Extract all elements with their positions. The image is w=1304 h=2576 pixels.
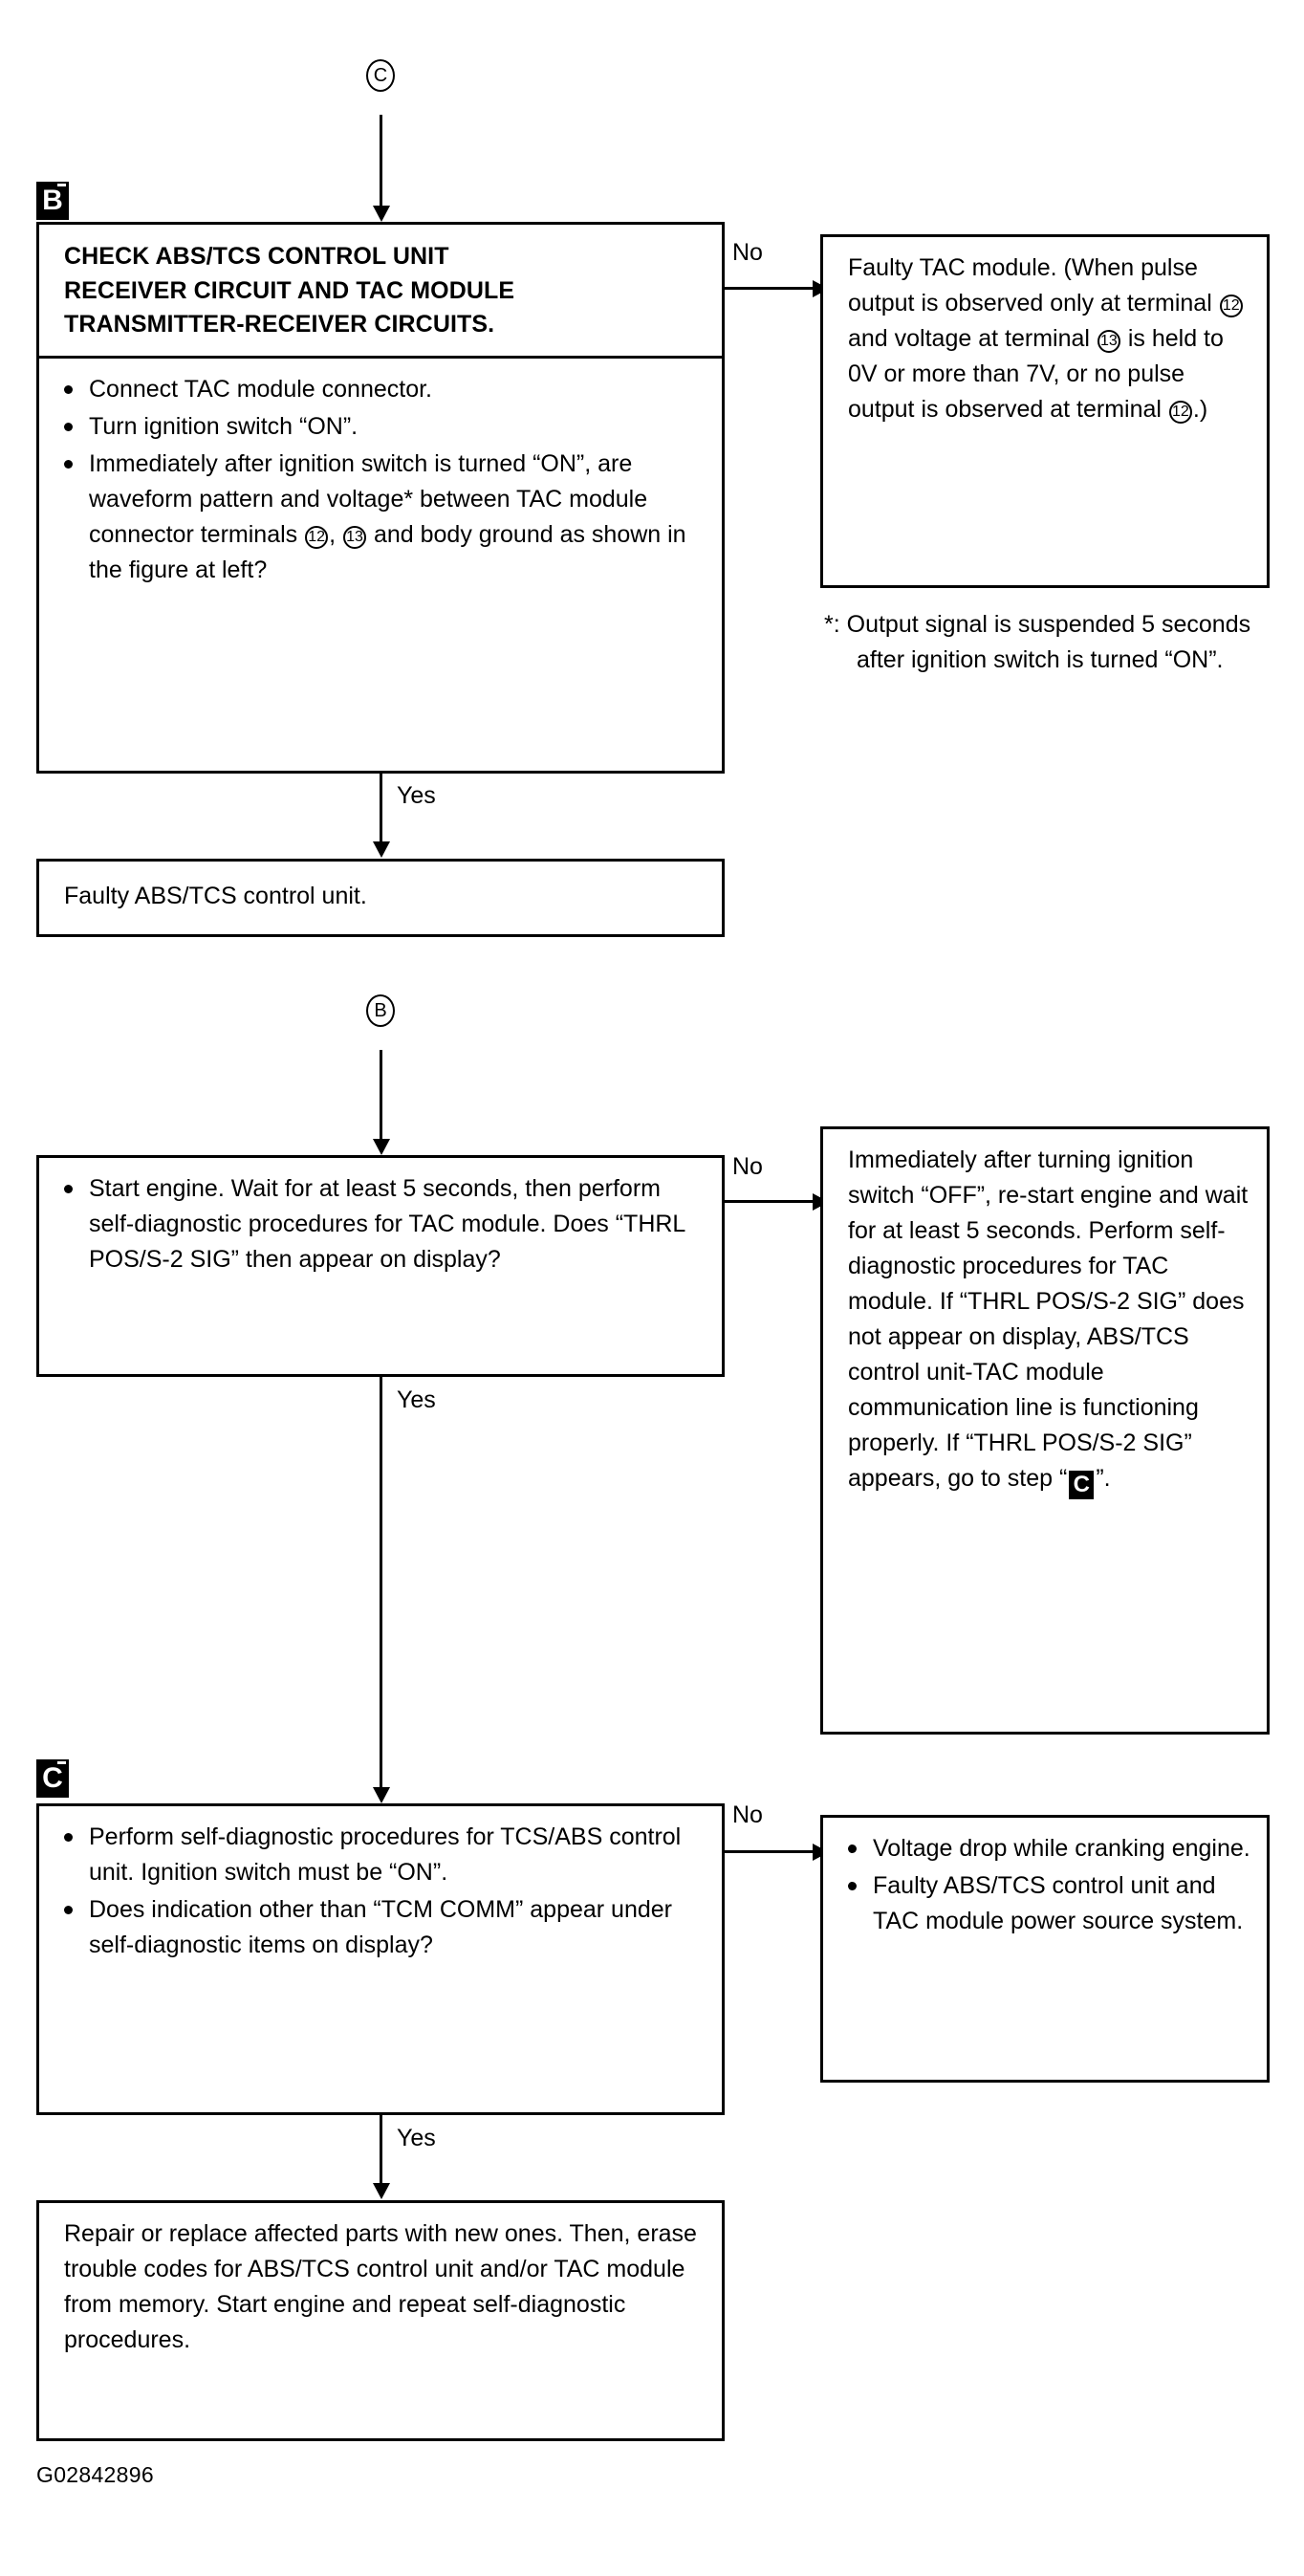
step-b-bullet-3-text-a: Immediately after ignition switch is tur… (89, 449, 648, 548)
step-c-yes-label: Yes (397, 2125, 436, 2151)
step-2-yes-branch-arrow (373, 1787, 390, 1803)
step-b-no-result-text: Faulty TAC module. (When pulse output is… (848, 251, 1251, 427)
final-result-text: Repair or replace affected parts with ne… (64, 2220, 697, 2353)
list-item: Faulty ABS/TCS control unit and TAC modu… (844, 1868, 1251, 1939)
step-b-yes-label: Yes (397, 782, 436, 809)
step-badge-b: B (36, 182, 69, 220)
list-item: Start engine. Wait for at least 5 second… (60, 1171, 706, 1277)
terminal-13-icon: 13 (1097, 330, 1120, 353)
list-item: Immediately after ignition switch is tur… (60, 447, 706, 588)
step-c-yes-branch-line (380, 2115, 382, 2190)
step-2-decision-box: Start engine. Wait for at least 5 second… (36, 1155, 725, 1377)
no-result-text-4: .) (1192, 396, 1208, 423)
step-c-no-result-box: Voltage drop while cranking engine. Faul… (820, 1815, 1270, 2083)
step-c-yes-branch-arrow (373, 2183, 390, 2199)
terminal-13-icon: 13 (343, 525, 367, 549)
step-b-bullet-3-text-b: and body ground as shown in the figure a… (89, 520, 686, 583)
list-item: Turn ignition switch “ON”. (60, 409, 706, 445)
arrow-into-step-b (373, 206, 390, 222)
asterisk-footnote: *: Output signal is suspended 5 seconds … (824, 611, 1251, 673)
step-2-no-result-body: Immediately after turning ignition switc… (823, 1129, 1267, 1515)
step-2-no-result-text: Immediately after turning ignition switc… (848, 1143, 1251, 1499)
step-b-heading-line-3: TRANSMITTER-RECEIVER CIRCUITS. (64, 311, 495, 338)
step-b-yes-result-box: Faulty ABS/TCS control unit. (36, 859, 725, 937)
no-result-text-2: and voltage at terminal (848, 325, 1097, 352)
step-b-yes-branch-line (380, 774, 382, 848)
step-c-no-label: No (732, 1801, 763, 1828)
list-item: Connect TAC module connector. (60, 372, 706, 407)
terminal-12-icon: 12 (305, 525, 329, 549)
connector-ref-b-mid: B (366, 994, 395, 1027)
step-b-heading-line-2: RECEIVER CIRCUIT AND TAC MODULE (64, 276, 515, 304)
arrow-into-step-2 (373, 1139, 390, 1155)
step-b-heading: CHECK ABS/TCS CONTROL UNIT RECEIVER CIRC… (39, 225, 722, 359)
step-b-no-branch-line (725, 287, 816, 290)
step-b-decision-box: CHECK ABS/TCS CONTROL UNIT RECEIVER CIRC… (36, 222, 725, 774)
step-2-no-text-2: ”. (1096, 1465, 1111, 1492)
step-c-no-result-list: Voltage drop while cranking engine. Faul… (844, 1831, 1251, 1939)
no-result-text-1: Faulty TAC module. (When pulse output is… (848, 254, 1219, 317)
list-item: Perform self-diagnostic procedures for T… (60, 1820, 706, 1890)
step-b-no-label: No (732, 239, 763, 266)
step-b-no-result-body: Faulty TAC module. (When pulse output is… (823, 237, 1267, 443)
connector-line-top (380, 115, 382, 208)
step-2-yes-branch-line (380, 1377, 382, 1794)
connector-ref-c-top: C (366, 59, 395, 92)
step-2-no-label: No (732, 1153, 763, 1180)
figure-id-code: G02842896 (36, 2462, 154, 2487)
step-2-no-result-box: Immediately after turning ignition switc… (820, 1126, 1270, 1735)
step-2-bullet-list: Start engine. Wait for at least 5 second… (60, 1171, 706, 1277)
step-2-body: Start engine. Wait for at least 5 second… (39, 1158, 722, 1295)
inline-step-badge-c: C (1069, 1471, 1095, 1499)
step-b-bullet-list: Connect TAC module connector. Turn ignit… (60, 372, 706, 588)
step-b-bullet-3-sep: , (329, 520, 343, 548)
connector-line-mid (380, 1050, 382, 1142)
step-c-bullet-list: Perform self-diagnostic procedures for T… (60, 1820, 706, 1963)
step-2-no-text-1: Immediately after turning ignition switc… (848, 1146, 1249, 1492)
step-b-no-result-box: Faulty TAC module. (When pulse output is… (820, 234, 1270, 588)
terminal-12-icon: 12 (1168, 401, 1192, 424)
step-badge-c: C (36, 1759, 69, 1798)
step-c-no-branch-line (725, 1850, 816, 1853)
step-2-no-branch-line (725, 1200, 816, 1203)
no-result-text-3: is held to 0V or more than 7V, or no pul… (848, 325, 1224, 423)
final-result-box: Repair or replace affected parts with ne… (36, 2200, 725, 2441)
step-c-no-result-body: Voltage drop while cranking engine. Faul… (823, 1818, 1267, 1956)
step-b-yes-branch-arrow (373, 841, 390, 858)
step-b-heading-line-1: CHECK ABS/TCS CONTROL UNIT (64, 243, 449, 270)
step-b-yes-result-text: Faulty ABS/TCS control unit. (64, 883, 367, 909)
list-item: Does indication other than “TCM COMM” ap… (60, 1892, 706, 1963)
list-item: Voltage drop while cranking engine. (844, 1831, 1251, 1867)
step-c-decision-box: Perform self-diagnostic procedures for T… (36, 1803, 725, 2115)
terminal-12-icon: 12 (1219, 295, 1243, 317)
step-c-body: Perform self-diagnostic procedures for T… (39, 1806, 722, 1980)
step-2-yes-label: Yes (397, 1386, 436, 1413)
step-b-body: Connect TAC module connector. Turn ignit… (39, 359, 722, 605)
